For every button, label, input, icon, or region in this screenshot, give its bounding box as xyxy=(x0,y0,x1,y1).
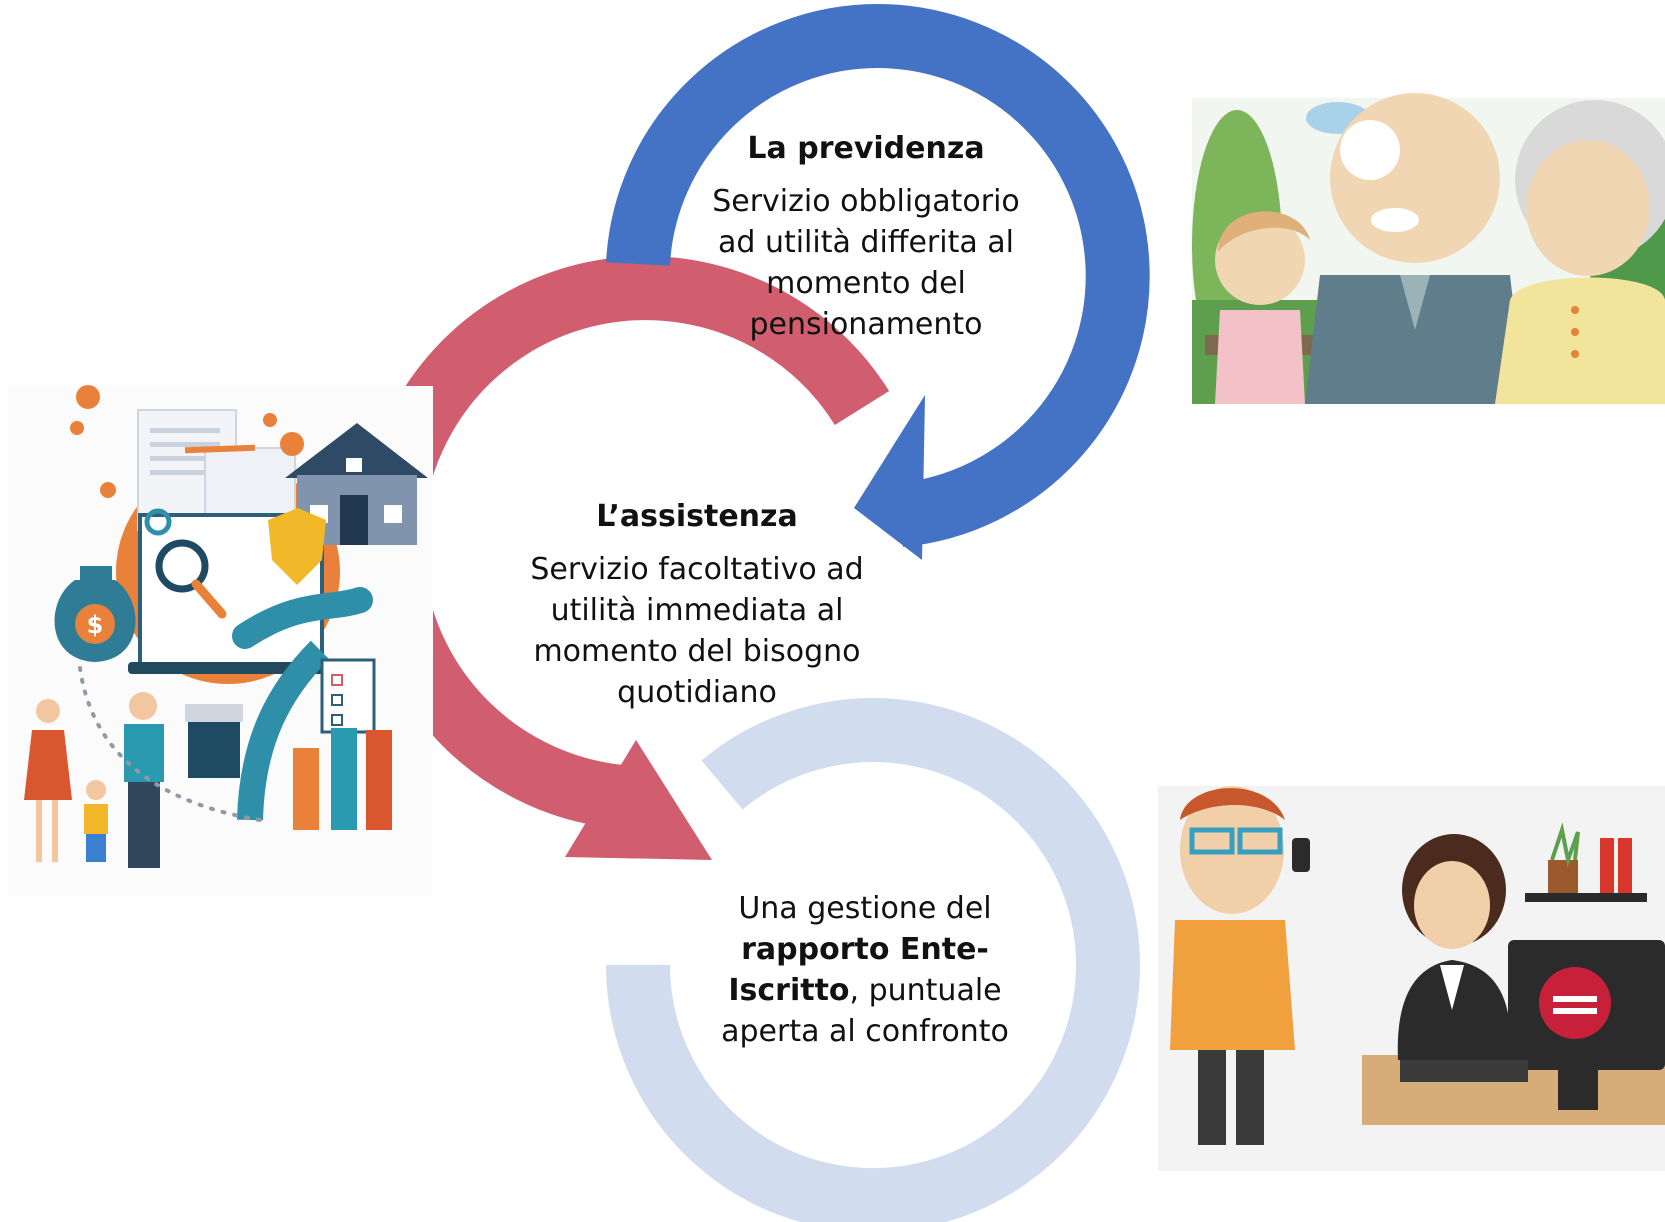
previdenza-arrow xyxy=(606,4,1150,560)
previdenza-line-4: pensionamento xyxy=(749,307,983,342)
assistenza-line-4: quotidiano xyxy=(617,675,777,710)
assistenza-line-1: Servizio facoltativo ad xyxy=(530,552,864,587)
gestione-line-2-bold: rapporto Ente- xyxy=(741,932,989,967)
previdenza-line-3: momento del xyxy=(766,266,966,301)
assistenza-title: L’assistenza xyxy=(596,499,798,534)
previdenza-title: La previdenza xyxy=(747,131,985,166)
previdenza-line-1: Servizio obbligatorio xyxy=(712,184,1020,219)
gestione-line-3: Iscritto, puntuale xyxy=(685,970,1045,1011)
family-finance-illustration: $ xyxy=(8,385,433,896)
gestione-line-1: Una gestione del xyxy=(738,891,992,926)
gestione-line-4: aperta al confronto xyxy=(721,1014,1009,1049)
customer-service-illustration xyxy=(1158,786,1665,1171)
assistenza-line-2: utilità immediata al xyxy=(550,593,844,628)
previdenza-line-2: ad utilità differita al xyxy=(717,225,1014,260)
assistenza-text: L’assistenza Servizio facoltativo ad uti… xyxy=(512,496,882,713)
grandparents-child-illustration xyxy=(1192,93,1665,404)
svg-text:$: $ xyxy=(87,611,104,639)
assistenza-line-3: momento del bisogno xyxy=(533,634,861,669)
gestione-line-3-bold: Iscritto xyxy=(728,973,850,1008)
gestione-ring xyxy=(606,698,1140,1222)
gestione-line-2: rapporto Ente- xyxy=(685,929,1045,970)
gestione-text: Una gestione del rapporto Ente- Iscritto… xyxy=(685,888,1045,1052)
gestione-line-3-rest: , puntuale xyxy=(849,973,1002,1008)
previdenza-text: La previdenza Servizio obbligatorio ad u… xyxy=(688,128,1044,345)
